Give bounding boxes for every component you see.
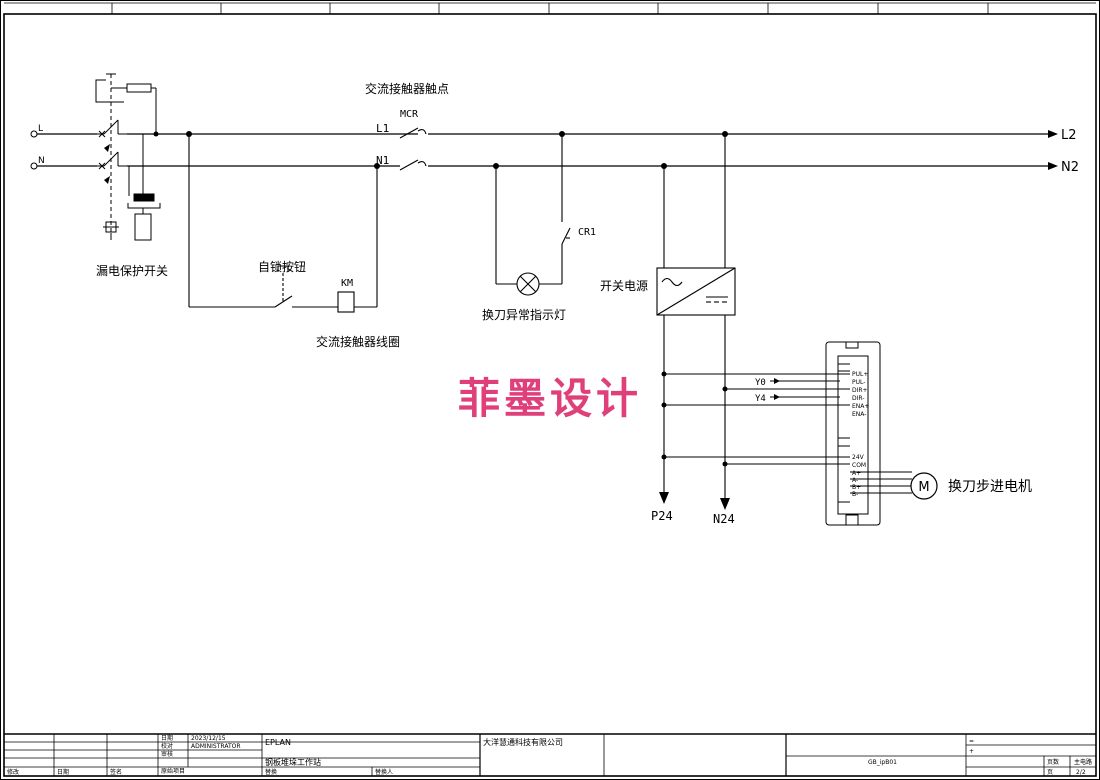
tb-review-label: 审核 [161, 750, 173, 758]
y4-label: Y4 [755, 394, 766, 404]
driver-signal-pins: PUL+ PUL- DIR+ DIR- ENA+ ENA- 24V COM A+… [852, 371, 869, 498]
n24-label: N24 [713, 512, 735, 526]
arrow-p24 [659, 492, 669, 504]
cr1-label: CR1 [578, 227, 596, 238]
motor-symbol [910, 472, 938, 500]
tb-date: 2023/12/15 [191, 735, 226, 742]
n1-label: N1 [376, 154, 389, 167]
breaker-trip-arrows [104, 144, 110, 184]
junction-dots [153, 131, 728, 467]
terminal-l-label: L [38, 124, 43, 134]
terminal-n2-label: N2 [1061, 160, 1079, 175]
title-block-text: 日期 2023/12/15 校对 ADMINISTRATOR 审核 原始项目 E… [7, 734, 1092, 776]
leakage-breaker-label: 漏电保护开关 [96, 264, 168, 278]
tb-bottom-cell-3: 签名 [110, 768, 122, 776]
tb-rev-mark-1: = [969, 738, 974, 745]
tb-bottom-cell-1: 修改 [7, 768, 19, 776]
mcr-label: MCR [400, 109, 419, 120]
driver-input-arrows [774, 378, 780, 400]
leakage-breaker-symbol [95, 73, 161, 241]
motor-m-label: M [918, 480, 929, 495]
title-block-grid [4, 733, 1096, 776]
stepper-motor-label: 换刀步进电机 [948, 478, 1032, 495]
pin-ena-plus: ENA+ [852, 403, 869, 410]
tb-checked-by: ADMINISTRATOR [191, 743, 241, 750]
tb-sheet-no: 2/2 [1076, 769, 1086, 776]
tb-bottom-cell-2: 日期 [57, 768, 69, 776]
tb-sheet-label: 页 [1047, 769, 1053, 776]
arrow-n2 [1048, 162, 1058, 170]
tb-company: 大洋慧通科技有限公司 [483, 737, 563, 747]
arrow-l2 [1048, 130, 1058, 138]
y0-label: Y0 [755, 378, 766, 388]
pin-a-minus: A- [852, 477, 858, 484]
switch-psu-label: 开关电源 [600, 279, 648, 293]
terminal-l2-label: L2 [1061, 128, 1077, 143]
pin-dir-plus: DIR+ [852, 387, 868, 394]
contact-header-label: 交流接触器触点 [365, 81, 449, 96]
stepper-driver-body [825, 341, 881, 526]
tb-page-type-label: 页数 [1047, 758, 1059, 766]
switch-power-supply [656, 134, 736, 498]
alarm-lamp-circuit [495, 134, 571, 296]
pin-a-plus: A+ [852, 470, 861, 477]
l1-label: L1 [376, 122, 389, 135]
arrow-n24 [720, 498, 730, 510]
tb-drawing-no: GB_ipB01 [868, 759, 897, 766]
contactor-coil-label: 交流接触器线圈 [316, 334, 400, 349]
terminal-n-label: N [38, 156, 45, 166]
tb-checked-label: 校对 [161, 742, 173, 750]
tool-alarm-lamp-label: 换刀异常指示灯 [482, 307, 566, 322]
self-lock-button-label: 自锁按钮 [258, 259, 306, 274]
p24-label: P24 [651, 509, 673, 523]
km-label: KM [341, 278, 353, 289]
tb-source-label: 原始项目 [161, 767, 185, 775]
tb-bottom-cell-5: 替换人 [375, 768, 393, 776]
tb-page-type: 主电路 [1074, 758, 1092, 766]
terminal-l [30, 130, 38, 138]
pin-24v: 24V [852, 454, 865, 461]
pin-pul-plus: PUL+ [852, 371, 868, 378]
tb-project-name: 钢板堆垛工作站 [265, 757, 321, 767]
watermark: 菲墨设计 [458, 374, 642, 423]
tb-date-label: 日期 [161, 734, 173, 742]
pin-b-minus: B- [852, 491, 858, 498]
driver-signal-wiring [664, 373, 912, 494]
tb-rev-mark-2: + [969, 748, 974, 755]
pin-com: COM [852, 462, 866, 469]
tb-software: EPLAN [265, 738, 291, 747]
self-lock-circuit [188, 134, 378, 313]
terminal-n [30, 162, 38, 170]
mcr-contact [399, 127, 427, 171]
pin-dir-minus: DIR- [852, 395, 864, 402]
pin-pul-minus: PUL- [852, 379, 865, 386]
tb-bottom-cell-4: 替换 [265, 768, 277, 776]
power-buses [37, 133, 1048, 167]
pin-ena-minus: ENA- [852, 411, 866, 418]
pin-b-plus: B+ [852, 484, 861, 491]
